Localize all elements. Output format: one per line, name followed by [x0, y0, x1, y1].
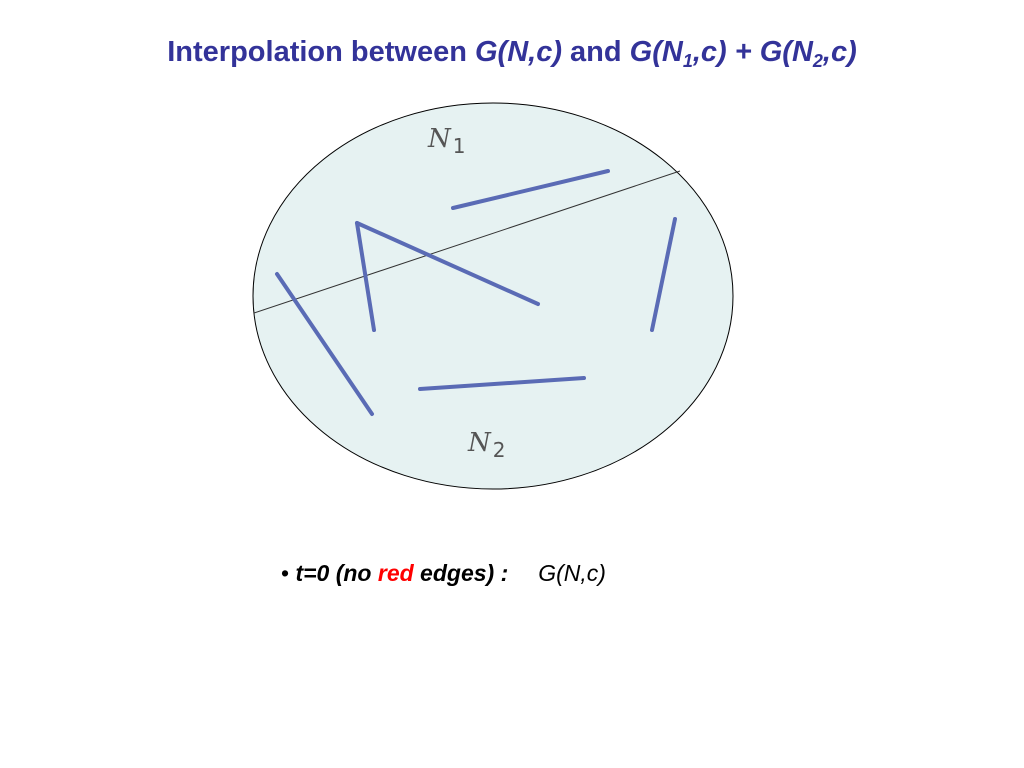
edge	[355, 221, 540, 306]
slide-title: Interpolation between G(N,c) and G(N1,c)…	[0, 36, 1024, 71]
edge	[650, 217, 677, 332]
bullet-formula: G(N,c)	[538, 560, 606, 586]
bullet-marker: •	[281, 560, 290, 586]
bullet-t-text: t=0 (no	[295, 560, 378, 586]
node-set-ellipse	[252, 102, 734, 490]
title-prefix: Interpolation between	[167, 36, 475, 68]
bullet-item: • t=0 (no red edges) : G(N,c)	[281, 560, 606, 587]
title-sub-1: 1	[682, 51, 693, 71]
title-sub-2: 2	[812, 51, 823, 71]
edges-group	[275, 169, 677, 416]
edge	[355, 221, 376, 332]
partition-line	[253, 170, 681, 314]
title-g-sum-part1: G(N	[629, 36, 683, 68]
title-g-sum-part3: ,c)	[822, 36, 857, 68]
title-g-nc: G(N,c)	[474, 36, 562, 68]
bullet-t-label: t=0 (no red edges) :	[295, 560, 508, 586]
edge	[275, 272, 374, 416]
edge	[418, 376, 586, 391]
bullet-red-word: red	[377, 560, 414, 586]
edge	[451, 169, 610, 210]
title-g-sum: G(N1,c) + G(N2,c)	[629, 36, 857, 71]
bullet-after-red: edges) :	[413, 560, 509, 586]
title-and: and	[561, 36, 630, 68]
title-g-sum-part2: ,c) + G(N	[692, 36, 813, 68]
